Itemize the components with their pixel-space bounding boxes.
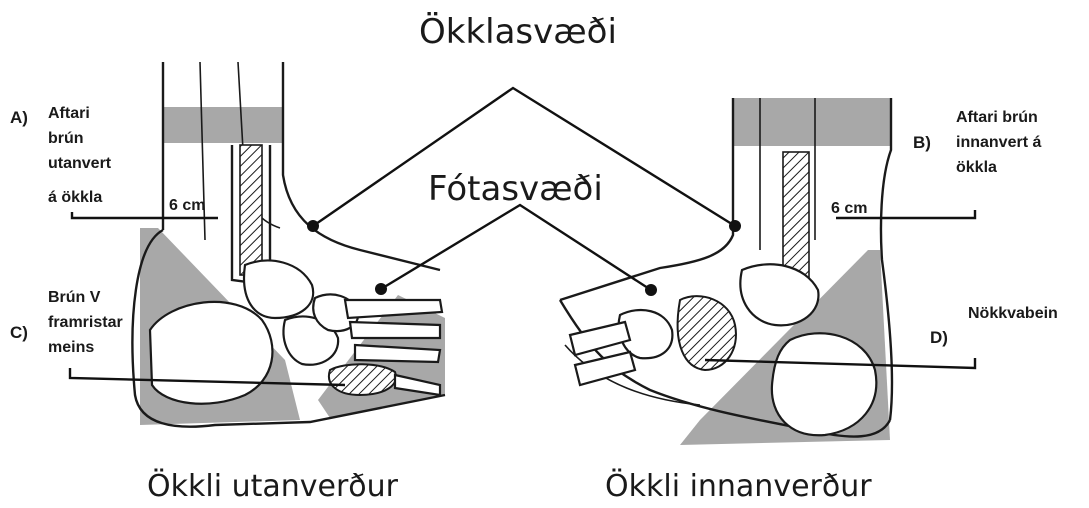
lateral-metatarsal-2: [350, 322, 440, 338]
label-b-line2: innanvert á: [956, 134, 1041, 151]
label-d-letter: D): [930, 328, 948, 347]
label-a-line2: brún: [48, 130, 84, 147]
label-6cm-right: 6 cm: [831, 200, 867, 217]
label-b-line3: ökkla: [956, 159, 997, 176]
label-c-line2: framristar: [48, 314, 123, 331]
lateral-leg-band: [163, 107, 283, 143]
ankle-region-label: Ökklasvæði: [419, 11, 617, 52]
label-c-letter: C): [10, 323, 28, 342]
lateral-ankle-figure: [132, 62, 445, 427]
lateral-fibula-zone: [240, 145, 262, 275]
label-a-line1: Aftari: [48, 105, 90, 122]
medial-metatarsal-2: [575, 352, 635, 385]
label-a-line3: utanvert: [48, 155, 112, 172]
label-b-letter: B): [913, 133, 931, 152]
foot-region-label: Fótasvæði: [428, 169, 603, 209]
label-c-line3: meins: [48, 339, 94, 356]
label-c-line1: Brún V: [48, 289, 101, 306]
lateral-talus: [244, 261, 313, 318]
label-6cm-left: 6 cm: [169, 197, 205, 214]
label-a-letter: A): [10, 108, 28, 127]
lateral-fifth-metatarsal-base: [329, 364, 396, 395]
label-a-line4: á ökkla: [48, 189, 102, 206]
caption-lateral: Ökkli utanverður: [147, 468, 399, 504]
medial-calcaneus: [772, 333, 876, 435]
medial-leg-band: [733, 98, 891, 146]
caption-medial: Ökkli innanverður: [605, 468, 872, 504]
medial-metatarsal-1: [570, 322, 630, 355]
foot-region-pointer: [381, 205, 651, 290]
medial-ankle-figure: [560, 98, 892, 445]
label-d-text: Nökkvabein: [968, 305, 1058, 322]
label-b-line1: Aftari brún: [956, 109, 1038, 126]
lateral-calcaneus: [150, 302, 272, 404]
